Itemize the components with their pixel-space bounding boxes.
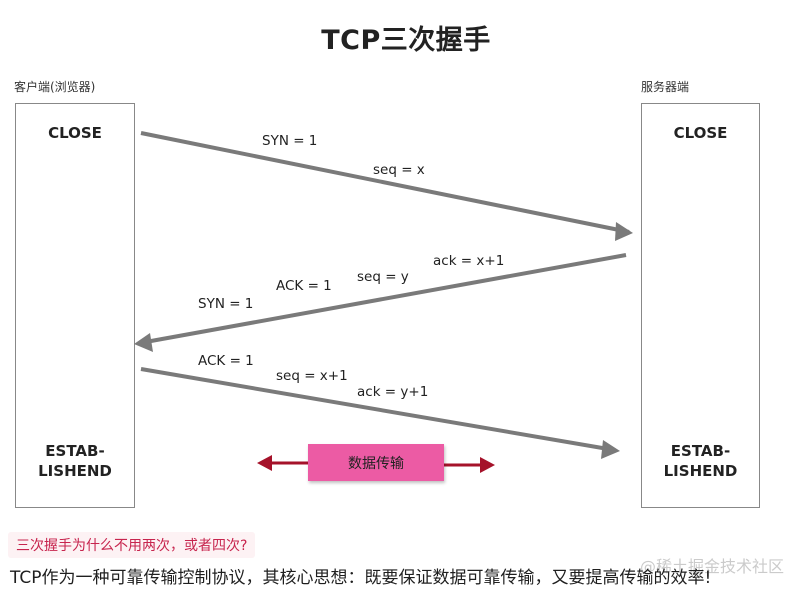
ack-arrow-head (601, 440, 620, 459)
client-label: 客户端(浏览器) (14, 80, 96, 94)
msg1-syn: SYN = 1 (262, 133, 318, 149)
data-arrow-left-head (257, 455, 272, 471)
server-state-established: ESTAB- LISHEND (641, 441, 760, 481)
syn-ack-arrow-head (134, 333, 153, 352)
msg2-ack: ACK = 1 (276, 278, 332, 294)
client-box (15, 103, 135, 508)
syn-arrow-head (615, 222, 633, 241)
msg3-ack-num: ack = y+1 (357, 384, 429, 400)
msg2-seq: seq = y (357, 269, 409, 285)
server-state-close: CLOSE (673, 124, 728, 142)
msg3-ack: ACK = 1 (198, 353, 254, 369)
server-state-established-line1: ESTAB- (670, 442, 731, 460)
msg3-seq: seq = x+1 (276, 368, 348, 384)
server-label: 服务器端 (641, 80, 690, 94)
server-box (641, 103, 760, 508)
data-arrow-right-head (480, 457, 495, 473)
question-highlight: 三次握手为什么不用两次，或者四次? (8, 532, 256, 558)
watermark: @稀土掘金技术社区 (640, 557, 785, 576)
msg2-syn: SYN = 1 (198, 296, 254, 312)
client-state-established-line1: ESTAB- (45, 442, 105, 460)
client-state-established-line2: LISHEND (38, 462, 112, 480)
syn-arrow (140, 131, 630, 234)
diagram-title: TCP三次握手 (321, 25, 491, 56)
ack-arrow (140, 367, 615, 452)
data-transfer-box: 数据传输 (308, 444, 444, 481)
client-state-established: ESTAB- LISHEND (15, 441, 135, 481)
client-state-close: CLOSE (48, 124, 102, 142)
msg1-seq: seq = x (373, 162, 425, 178)
server-state-established-line2: LISHEND (663, 462, 738, 480)
syn-ack-arrow (139, 253, 627, 345)
body-paragraph: TCP作为一种可靠传输控制协议，其核心思想：既要保证数据可靠传输，又要提高传输的… (10, 568, 712, 588)
msg2-ack-num: ack = x+1 (433, 253, 505, 269)
